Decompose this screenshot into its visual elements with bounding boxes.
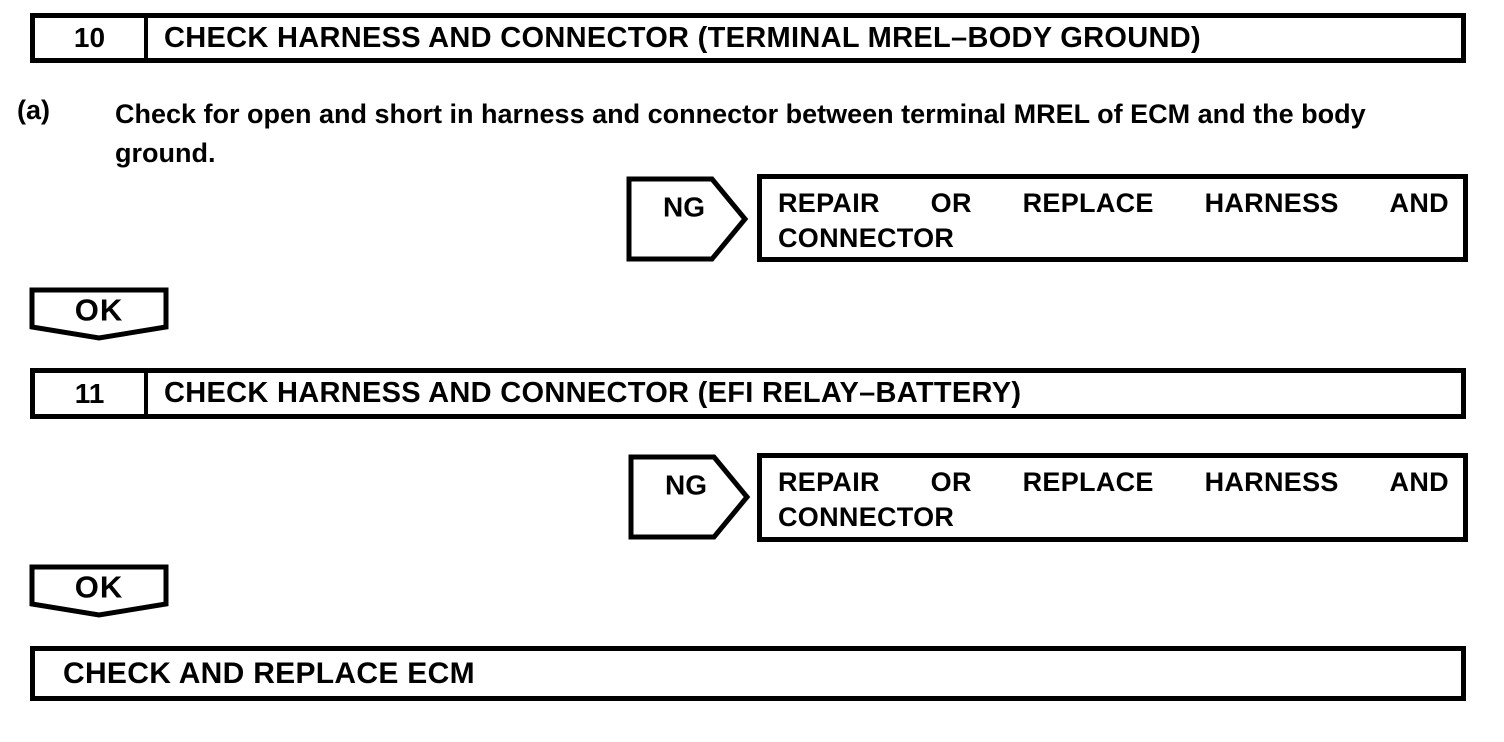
step-11-title: CHECK HARNESS AND CONNECTOR (EFI RELAY–B… [164, 377, 1022, 409]
ng-action-2-line-2: CONNECTOR [778, 502, 955, 532]
ng-arrow-2: NG [628, 454, 751, 540]
ng-arrow-1: NG [626, 176, 749, 262]
ng-action-box-1: REPAIR OR REPLACE HARNESS AND CONNECTOR [757, 174, 1468, 262]
ng-arrow-1-label: NG [663, 192, 705, 223]
ng-action-1-word: REPAIR [778, 188, 880, 218]
final-action-label: CHECK AND REPLACE ECM [63, 656, 475, 690]
ng-action-box-2: REPAIR OR REPLACE HARNESS AND CONNECTOR [757, 453, 1468, 542]
ng-action-1-line-1: REPAIR OR REPLACE HARNESS AND [778, 186, 1449, 221]
step-10-number: 10 [35, 18, 148, 58]
instruction-line-2: ground. [115, 138, 216, 168]
ng-action-1-word: OR [930, 188, 972, 218]
ng-action-1-word: AND [1389, 188, 1449, 218]
ng-action-2-word: OR [930, 467, 972, 497]
instruction-text: Check for open and short in harness and … [115, 95, 1490, 173]
step-11-header-box: 11 CHECK HARNESS AND CONNECTOR (EFI RELA… [30, 368, 1466, 419]
final-action-box: CHECK AND REPLACE ECM [30, 646, 1466, 701]
ng-arrow-2-label: NG [665, 470, 707, 501]
step-11-number: 11 [35, 373, 148, 414]
step-10-title: CHECK HARNESS AND CONNECTOR (TERMINAL MR… [164, 21, 1201, 54]
ng-action-2-word: REPAIR [778, 467, 880, 497]
ng-action-2-line-1: REPAIR OR REPLACE HARNESS AND [778, 465, 1449, 500]
ok-connector-2-shape [29, 564, 169, 618]
ng-arrow-2-shape [628, 454, 751, 540]
ok-connector-1: OK [29, 287, 169, 341]
instruction-item-label: (a) [17, 95, 50, 125]
ng-action-2-word: AND [1389, 467, 1449, 497]
ng-action-1-line-2: CONNECTOR [778, 223, 955, 253]
ok-connector-1-shape [29, 287, 169, 341]
ng-action-1-word: HARNESS [1204, 188, 1339, 218]
ok-connector-2: OK [29, 564, 169, 618]
ng-arrow-1-shape [626, 176, 749, 262]
ng-action-2-word: HARNESS [1204, 467, 1339, 497]
step-10-header-box: 10 CHECK HARNESS AND CONNECTOR (TERMINAL… [30, 13, 1466, 63]
ng-action-2-word: REPLACE [1022, 467, 1154, 497]
ng-action-1-word: REPLACE [1022, 188, 1154, 218]
ok-connector-2-label: OK [75, 570, 124, 605]
ok-connector-1-label: OK [75, 293, 124, 328]
instruction-line-1: Check for open and short in harness and … [115, 99, 1366, 129]
